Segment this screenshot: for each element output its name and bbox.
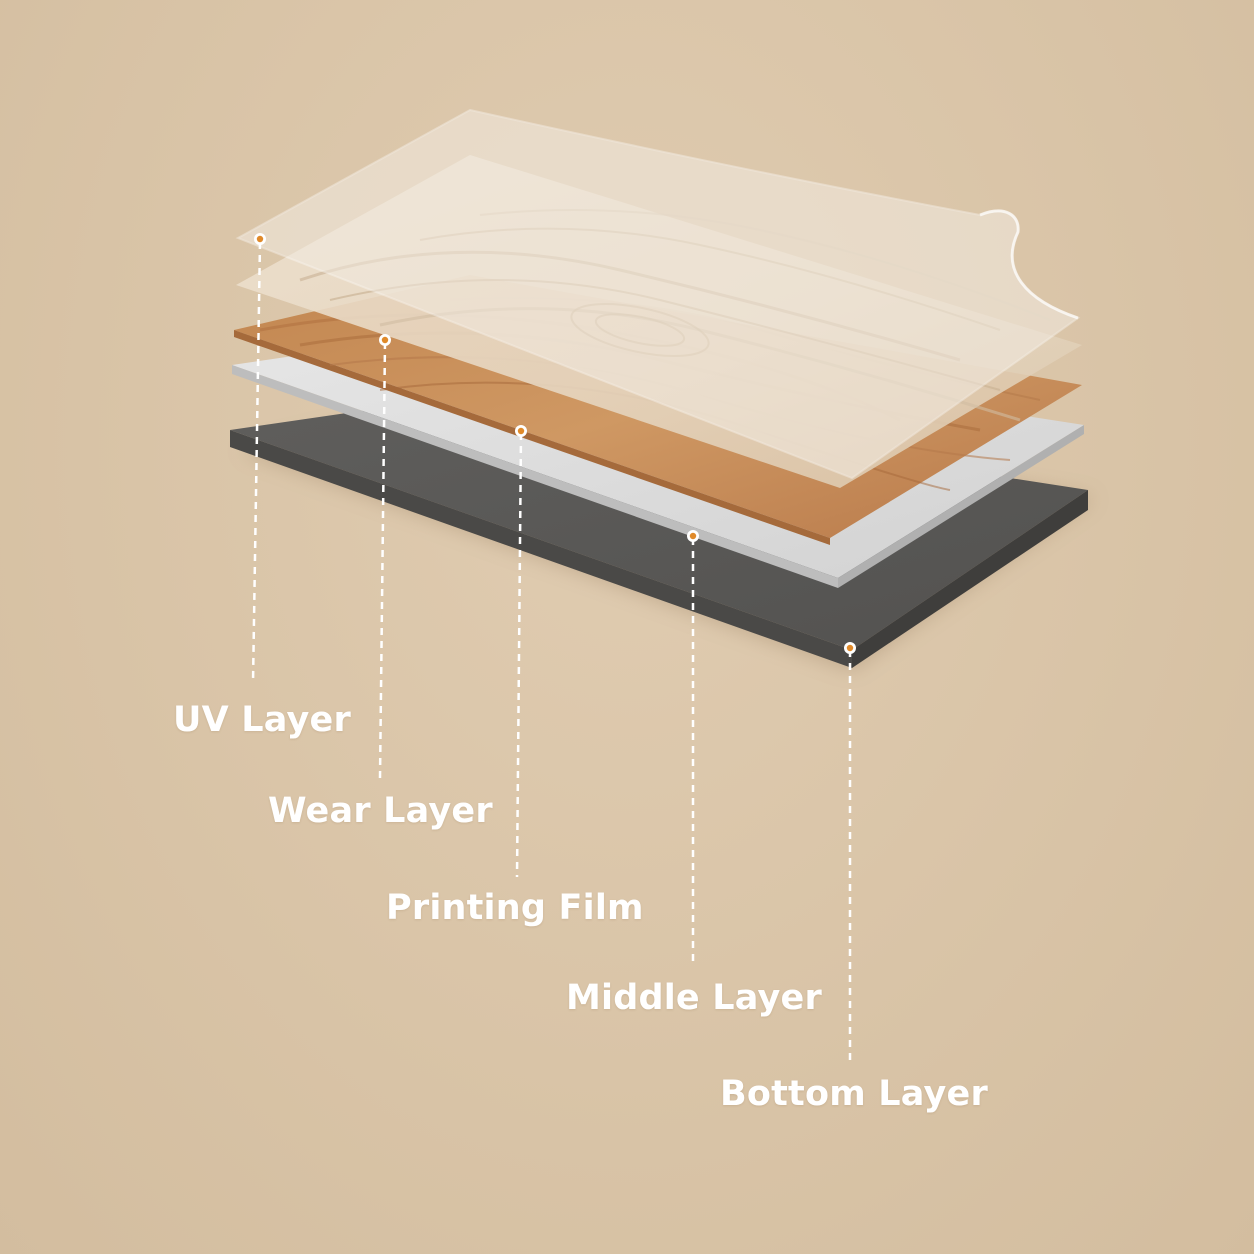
uv-layer-shape <box>235 108 1081 480</box>
label-wear-layer: Wear Layer <box>268 791 493 831</box>
marker-bottom <box>846 644 854 652</box>
leader-line-print <box>515 432 523 878</box>
label-middle-layer: Middle Layer <box>566 978 822 1018</box>
leader-lines <box>251 241 852 1062</box>
marker-wear <box>381 336 389 344</box>
label-bottom-layer: Bottom Layer <box>720 1074 988 1114</box>
label-printing-film: Printing Film <box>386 888 644 928</box>
marker-middle <box>689 532 697 540</box>
marker-dots <box>254 233 856 654</box>
marker-print <box>517 427 525 435</box>
leader-line-uv <box>251 241 262 684</box>
marker-uv <box>256 235 264 243</box>
label-uv-layer: UV Layer <box>173 700 351 740</box>
